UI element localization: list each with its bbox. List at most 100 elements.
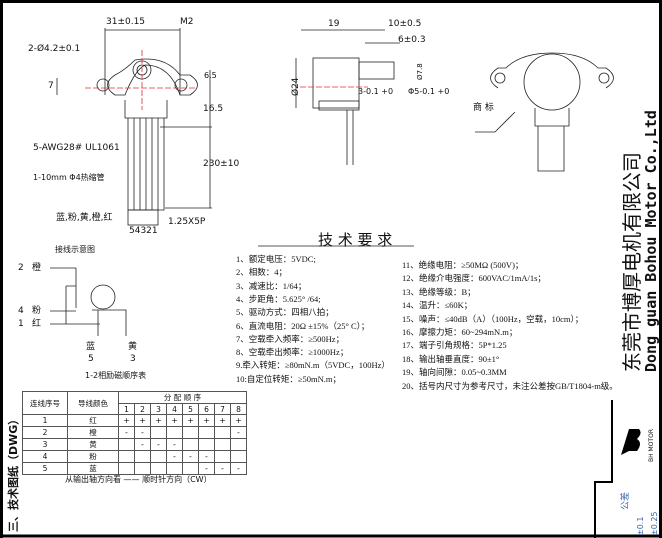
polarity-cell: + bbox=[182, 414, 199, 427]
wiring-title: 接线示意图 bbox=[55, 245, 95, 254]
wire-no: 3 bbox=[22, 438, 68, 451]
dim-19: 19 bbox=[328, 19, 340, 29]
dim-width: 31±0.15 bbox=[106, 17, 146, 27]
step-header: 7 bbox=[214, 403, 231, 415]
company-name-cn: 东莞市博厚电机有限公司 bbox=[620, 152, 644, 372]
logo-text: BH MOTOR bbox=[648, 429, 655, 462]
step-header: 8 bbox=[230, 403, 247, 415]
polarity-cell bbox=[214, 450, 231, 463]
polarity-cell bbox=[118, 462, 135, 475]
dim-mount-holes: 2-Ø4.2±0.1 bbox=[28, 44, 81, 54]
polarity-cell: + bbox=[166, 414, 183, 427]
tech-req-item: 14、温升：≤60K； bbox=[402, 300, 473, 311]
step-header: 1 bbox=[118, 403, 135, 415]
tech-req-item: 5、驱动方式：四相八拍； bbox=[236, 307, 334, 318]
bh-motor-logo bbox=[617, 425, 643, 455]
tolerance-v1: ±0.1 bbox=[636, 516, 645, 536]
dim-7: 7 bbox=[48, 81, 54, 91]
tech-req-item: 9.牵入转矩：≥80mN.m（5VDC，100Hz） bbox=[236, 360, 390, 371]
wire-no: 4 bbox=[22, 450, 68, 463]
wire-colors: 蓝,粉,黄,橙,红 bbox=[56, 213, 113, 223]
polarity-cell: - bbox=[198, 462, 215, 475]
polarity-cell bbox=[166, 462, 183, 475]
step-header: 3 bbox=[150, 403, 167, 415]
tech-req-item: 12、绝缘介电强度：600VAC/1mA/1s； bbox=[402, 273, 546, 284]
connector-spec: 1.25X5P bbox=[168, 217, 206, 227]
polarity-cell bbox=[182, 438, 199, 451]
dim-230: 230±10 bbox=[203, 159, 240, 169]
step-header: 4 bbox=[166, 403, 183, 415]
sequence-table-title: 1-2相励磁顺序表 bbox=[85, 371, 147, 380]
dim-3: 3-0.1 +0 bbox=[358, 87, 394, 96]
tech-req-title: 技 术 要 求 bbox=[318, 231, 393, 249]
tech-req-item: 19、轴向间隙：0.05~0.3MM bbox=[402, 367, 507, 378]
polarity-cell: + bbox=[118, 414, 135, 427]
dim-6-5: 6.5 bbox=[204, 71, 217, 80]
pin-3-color: 黄 bbox=[128, 342, 138, 352]
polarity-cell bbox=[134, 450, 151, 463]
sleeve-spec: 1-10mm Φ4热缩管 bbox=[33, 173, 105, 182]
side-view bbox=[295, 29, 400, 165]
tech-req-item: 7、空载牵入频率：≥500Hz； bbox=[236, 333, 345, 344]
tech-req-item: 2、相数：4； bbox=[236, 267, 288, 278]
polarity-cell: + bbox=[198, 414, 215, 427]
pin-1-color: 红 bbox=[32, 319, 42, 329]
polarity-cell: - bbox=[214, 462, 231, 475]
tech-req-item: 4、步距角：5.625° /64; bbox=[236, 293, 321, 304]
polarity-cell bbox=[134, 462, 151, 475]
wiring-schematic bbox=[50, 267, 127, 336]
wire-spec: 5-AWG28# UL1061 bbox=[33, 143, 120, 153]
polarity-cell bbox=[118, 438, 135, 451]
section-title: 三、技术图纸（DWG） bbox=[7, 413, 20, 532]
col-wire-no: 连线序号 bbox=[22, 391, 68, 415]
wire-color: 红 bbox=[67, 414, 119, 427]
wire-color: 黄 bbox=[67, 438, 119, 451]
pin-2-num: 2 bbox=[18, 263, 24, 273]
wire-color: 粉 bbox=[67, 450, 119, 463]
pin-order: 54321 bbox=[129, 226, 158, 236]
col-order: 分 配 顺 序 bbox=[118, 391, 247, 404]
polarity-cell: + bbox=[214, 414, 231, 427]
front-view bbox=[56, 28, 212, 226]
polarity-cell bbox=[182, 462, 199, 475]
tolerance-v2: ±0.25 bbox=[650, 511, 659, 536]
tech-req-item: 10:自定位转矩：≥50mN.m； bbox=[236, 373, 342, 384]
polarity-cell: - bbox=[198, 450, 215, 463]
polarity-cell: - bbox=[134, 438, 151, 451]
polarity-cell: - bbox=[166, 438, 183, 451]
polarity-cell bbox=[150, 426, 167, 439]
wire-no: 5 bbox=[22, 462, 68, 475]
tech-req-item: 17、端子引角规格：5P*1.25 bbox=[402, 340, 507, 351]
wire-color: 蓝 bbox=[67, 462, 119, 475]
col-color: 导线颜色 bbox=[67, 391, 119, 415]
polarity-cell: - bbox=[230, 426, 247, 439]
tech-req-item: 15、噪声：≤40dB（A）（100Hz，空载，10cm）； bbox=[402, 313, 584, 324]
polarity-cell bbox=[214, 438, 231, 451]
pin-1-num: 1 bbox=[18, 319, 24, 329]
pin-2-color: 橙 bbox=[32, 263, 42, 273]
polarity-cell: - bbox=[230, 462, 247, 475]
polarity-cell bbox=[166, 426, 183, 439]
step-header: 5 bbox=[182, 403, 199, 415]
polarity-cell bbox=[230, 450, 247, 463]
pin-4-color: 粉 bbox=[32, 306, 42, 316]
polarity-cell: - bbox=[182, 450, 199, 463]
polarity-cell: + bbox=[150, 414, 167, 427]
polarity-cell: + bbox=[134, 414, 151, 427]
tech-req-item: 6、直流电阻：20Ω ±15%（25° C）； bbox=[236, 320, 370, 331]
polarity-cell: - bbox=[134, 426, 151, 439]
pin-3-num: 3 bbox=[130, 354, 136, 364]
polarity-cell bbox=[214, 426, 231, 439]
pin-5-color: 蓝 bbox=[86, 342, 96, 352]
polarity-cell: + bbox=[230, 414, 247, 427]
company-name-en: Dong guan Bohou Motor Co.,Ltd bbox=[642, 110, 660, 372]
dim-thread: M2 bbox=[180, 17, 194, 27]
dim-10: 10±0.5 bbox=[388, 19, 422, 29]
dim-flat: Ø7.8 bbox=[416, 63, 424, 80]
